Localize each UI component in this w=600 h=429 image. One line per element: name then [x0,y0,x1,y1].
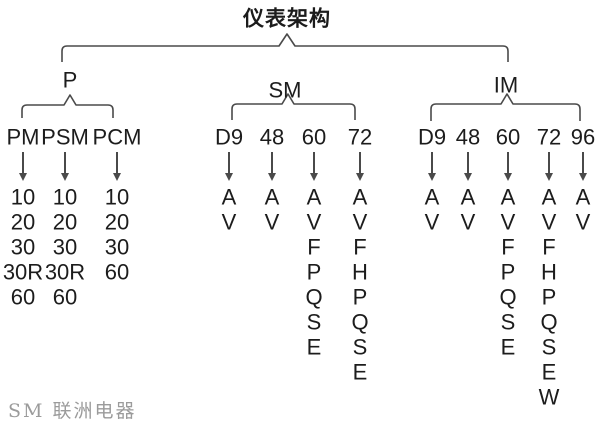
column-item: 60 [104,259,130,285]
column-item: A [221,184,237,210]
column-header: 96 [570,124,596,150]
column-item: 30 [10,234,36,260]
column-item: F [353,234,367,260]
column-header: PCM [92,124,142,150]
column-header: 48 [259,124,285,150]
column-item: S [306,309,322,335]
column-item: Q [351,309,369,335]
column-item: V [352,209,368,235]
column-header: PSM [41,124,89,150]
column-item: 10 [10,184,36,210]
column-item: E [352,359,368,385]
down-arrow-icon [267,152,276,181]
column-item: P [541,284,557,310]
column-item: P [306,259,322,285]
column-item: E [500,334,516,360]
down-arrow-icon [60,152,69,181]
column-item: 30 [52,234,78,260]
column-item: E [541,359,557,385]
column-item: H [541,259,557,285]
down-arrow-icon [355,152,364,181]
branch-label-SM: SM [268,77,302,103]
column-item: 30R [2,259,44,285]
column-item: V [424,209,440,235]
column-header: 48 [455,124,481,150]
column-item: A [500,184,516,210]
column-header: 60 [301,124,327,150]
column-item: F [501,234,515,260]
column-header: D9 [214,124,244,150]
column-item: 10 [52,184,78,210]
column-item: V [575,209,591,235]
column-item: A [424,184,440,210]
column-item: 60 [10,284,36,310]
column-item: S [352,334,368,360]
branch-bracket-P [21,94,114,118]
column-header: 72 [536,124,562,150]
column-item: S [500,309,516,335]
down-arrow-icon [112,152,121,181]
column-item: F [542,234,556,260]
down-arrow-icon [18,152,27,181]
column-item: V [541,209,557,235]
column-item: E [306,334,322,360]
column-item: 20 [104,209,130,235]
down-arrow-icon [309,152,318,181]
column-item: 60 [52,284,78,310]
diagram-title: 仪表架构 [243,7,331,31]
branch-label-P: P [62,67,78,93]
column-header: PM [6,124,40,150]
column-item: Q [540,309,558,335]
column-item: 30R [44,259,86,285]
column-item: A [306,184,322,210]
column-item: V [306,209,322,235]
column-item: F [307,234,321,260]
branch-label-IM: IM [493,72,519,98]
column-header: D9 [417,124,447,150]
column-item: A [264,184,280,210]
column-item: 10 [104,184,130,210]
column-item: Q [305,284,323,310]
column-item: V [264,209,280,235]
column-item: S [541,334,557,360]
column-item: Q [499,284,517,310]
column-item: 30 [104,234,130,260]
column-item: A [460,184,476,210]
down-arrow-icon [463,152,472,181]
column-item: 20 [52,209,78,235]
column-item: V [460,209,476,235]
column-item: A [575,184,591,210]
branch-bracket-IM [430,93,581,121]
column-item: W [538,384,560,410]
watermark-text: SM 联洲电器 [8,400,137,422]
column-item: 20 [10,209,36,235]
down-arrow-icon [224,152,233,181]
down-arrow-icon [578,152,587,181]
down-arrow-icon [503,152,512,181]
down-arrow-icon [427,152,436,181]
column-item: V [221,209,237,235]
column-item: P [352,284,368,310]
column-item: P [500,259,516,285]
column-item: H [352,259,368,285]
down-arrow-icon [544,152,553,181]
column-header: 60 [495,124,521,150]
root-bracket [61,33,509,62]
column-header: 72 [347,124,373,150]
column-item: V [500,209,516,235]
column-item: A [352,184,368,210]
column-item: A [541,184,557,210]
